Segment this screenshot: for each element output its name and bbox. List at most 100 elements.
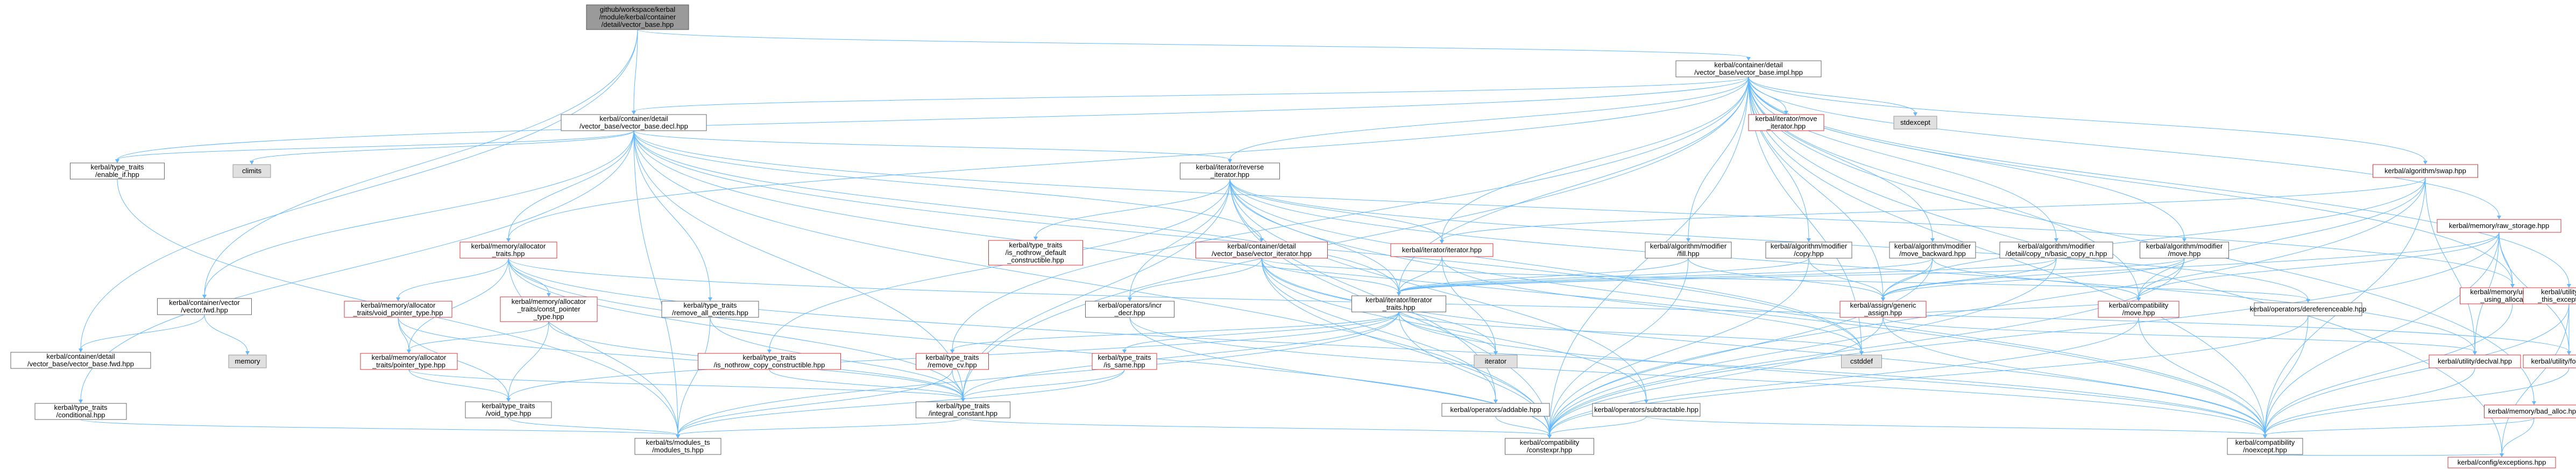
edge-decl-to-vec_iter <box>633 130 1262 239</box>
node-nothrow_default[interactable]: kerbal/type_traits/is_nothrow_default_co… <box>988 240 1083 266</box>
node-addable[interactable]: kerbal/operators/addable.hpp <box>1441 403 1550 417</box>
edge-arrowhead-decl-to-reverse_iter <box>1228 159 1232 163</box>
edge-pointer_type-to-integral_const <box>408 369 964 399</box>
node-label-noexcept-line-1: /noexcept.hpp <box>2243 446 2287 454</box>
node-label-fill-line-1: /fill.hpp <box>1677 250 1699 258</box>
node-box-compat_move <box>2098 301 2179 318</box>
node-is_same[interactable]: kerbal/type_traits/is_same.hpp <box>1092 353 1157 370</box>
node-throw_exc[interactable]: kerbal/utility/throw_this_exception.hpp <box>2523 287 2576 304</box>
edge-impl-to-swap <box>1748 76 2426 162</box>
node-copy[interactable]: kerbal/algorithm/modifier/copy.hpp <box>1765 241 1852 259</box>
edge-iter_traits-to-cstddef <box>1398 311 1862 352</box>
node-impl[interactable]: kerbal/container/detail/vector_base/vect… <box>1675 60 1822 77</box>
node-subtractable[interactable]: kerbal/operators/subtractable.hpp <box>1592 403 1701 417</box>
edge-arrowhead-move_alg-to-iter_traits <box>1397 292 1401 296</box>
node-remove_cv[interactable]: kerbal/type_traits/remove_cv.hpp <box>916 353 989 370</box>
node-label-impl-line-0: kerbal/container/detail <box>1714 61 1782 69</box>
edge-arrowhead-impl-to-swap <box>2423 161 2428 165</box>
edge-subtractable-to-constexpr <box>1549 416 1647 436</box>
node-bad_alloc[interactable]: kerbal/memory/bad_alloc.hpp <box>2484 404 2576 418</box>
edge-fill-to-constexpr <box>1549 258 1689 436</box>
node-constexpr[interactable]: kerbal/compatibility/constexpr.hpp <box>1505 438 1594 455</box>
node-integral_const[interactable]: kerbal/type_traits/integral_constant.hpp <box>916 401 1010 418</box>
node-nothrow_copy[interactable]: kerbal/type_traits/is_nothrow_copy_const… <box>698 353 841 370</box>
edge-deref-to-noexcept <box>2264 315 2309 436</box>
node-mem_alloc[interactable]: kerbal/memory/allocator_traits.hpp <box>459 241 557 259</box>
node-label-decltype-line-0: kerbal/utility/declval.hpp <box>2438 357 2512 365</box>
node-ts_modules[interactable]: kerbal/ts/modules_ts/modules_ts.hpp <box>634 438 721 455</box>
node-vector_base_fwd[interactable]: kerbal/container/detail/vector_base/vect… <box>10 352 151 369</box>
node-config_exc[interactable]: kerbal/config/exceptions.hpp <box>2447 457 2556 468</box>
node-move_backward[interactable]: kerbal/algorithm/modifier/move_backward.… <box>1889 241 1976 259</box>
node-assign[interactable]: kerbal/assign/generic_assign.hpp <box>1839 301 1927 318</box>
node-incr_decr[interactable]: kerbal/operators/incr_decr.hpp <box>1085 301 1174 318</box>
node-box-decl <box>561 114 707 131</box>
edge-root-to-decl <box>633 29 638 112</box>
node-box-nothrow_copy <box>698 353 841 370</box>
node-decltype[interactable]: kerbal/utility/declval.hpp <box>2429 354 2521 368</box>
node-label-compat_move-line-1: /move.hpp <box>2122 309 2155 317</box>
node-forward[interactable]: kerbal/utility/forward.hpp <box>2523 354 2576 368</box>
node-label-iter_hpp-line-0: kerbal/iterator/iterator.hpp <box>1402 246 1482 254</box>
node-label-const_ptr-line-2: _type.hpp <box>533 312 564 321</box>
node-box-cstddef <box>1841 354 1882 368</box>
node-decl[interactable]: kerbal/container/detail/vector_base/vect… <box>561 114 707 131</box>
node-compat_move[interactable]: kerbal/compatibility/move.hpp <box>2098 301 2179 318</box>
node-swap[interactable]: kerbal/algorithm/swap.hpp <box>2373 164 2478 178</box>
node-enable_if[interactable]: kerbal/type_traits/enable_if.hpp <box>70 162 165 180</box>
node-box-copy <box>1765 241 1852 259</box>
edge-assign-to-decltype <box>1883 317 2475 352</box>
node-label-vector_fwd-line-0: kerbal/container/vector <box>169 299 240 307</box>
node-move_iter[interactable]: kerbal/iterator/move_iterator.hpp <box>1748 114 1824 131</box>
edge-arrowhead-impl-to-move_alg <box>2182 238 2186 242</box>
node-box-copy_n_basic <box>1999 241 2113 259</box>
node-layer: github/workspace/kerbal/module/kerbal/co… <box>10 4 2576 468</box>
edge-reverse_iter-to-subtractable <box>1229 179 1647 401</box>
node-deref[interactable]: kerbal/operators/dereferenceable.hpp <box>2250 302 2367 316</box>
node-copy_n_basic[interactable]: kerbal/algorithm/modifier/detail/copy_n/… <box>1999 241 2113 259</box>
node-box-const_ptr <box>500 296 598 322</box>
node-reverse_iter[interactable]: kerbal/iterator/reverse_iterator.hpp <box>1180 162 1280 180</box>
node-void_ptr[interactable]: kerbal/memory/allocator_traits/void_poin… <box>344 301 452 318</box>
node-iter_traits[interactable]: kerbal/iterator/iterator_traits.hpp <box>1351 295 1446 312</box>
node-remove_all_ext[interactable]: kerbal/type_traits/remove_all_extents.hp… <box>661 301 759 318</box>
node-move_alg[interactable]: kerbal/algorithm/modifier/move.hpp <box>2140 241 2229 259</box>
edge-copy_n_basic-to-iter_traits <box>1398 258 2057 293</box>
edge-iter_traits-to-noexcept <box>1398 311 2266 436</box>
edge-impl-to-raw_storage <box>1748 76 2500 217</box>
node-conditional[interactable]: kerbal/type_traits/conditional.hpp <box>34 403 127 420</box>
edge-arrowhead-root-to-impl <box>1746 57 1751 61</box>
node-vec_iter[interactable]: kerbal/container/detail/vector_base/vect… <box>1195 241 1328 259</box>
node-pointer_type[interactable]: kerbal/memory/allocator_traits/pointer_t… <box>360 353 458 370</box>
edge-impl-to-enable_if <box>117 76 1749 160</box>
node-fill[interactable]: kerbal/algorithm/modifier/fill.hpp <box>1645 241 1732 259</box>
edge-bad_alloc-to-noexcept <box>2264 417 2535 436</box>
node-label-ts_modules-line-1: /modules_ts.hpp <box>652 446 703 454</box>
node-void_type[interactable]: kerbal/type_traits/void_type.hpp <box>465 401 552 418</box>
edge-arrowhead-impl-to-fill <box>1686 238 1690 242</box>
node-label-vec_iter-line-1: /vector_base/vector_iterator.hpp <box>1212 250 1312 258</box>
node-box-iter_hpp <box>1390 243 1494 257</box>
edge-mem_alloc-to-const_ptr <box>508 258 549 294</box>
node-const_ptr[interactable]: kerbal/memory/allocator_traits/const_poi… <box>500 296 598 322</box>
edge-reverse_iter-to-nothrow_copy <box>769 179 1230 351</box>
node-label-constexpr-line-1: /constexpr.hpp <box>1527 446 1573 454</box>
edge-nothrow_copy-to-integral_const <box>769 369 964 399</box>
node-vector_fwd[interactable]: kerbal/container/vector/vector.fwd.hpp <box>157 298 252 315</box>
edge-arrowhead-const_ptr-to-pointer_type <box>407 350 411 353</box>
edge-impl-to-remove_cv <box>952 76 1749 351</box>
edge-mem_alloc-to-ts_modules <box>508 258 678 436</box>
edge-compat_move-to-constexpr <box>1549 317 2139 436</box>
node-label-ts_modules-line-0: kerbal/ts/modules_ts <box>646 438 710 446</box>
node-noexcept[interactable]: kerbal/compatibility/noexcept.hpp <box>2227 438 2303 455</box>
node-box-mem_alloc <box>459 241 557 259</box>
edge-impl-to-stdexcept <box>1748 76 1916 113</box>
node-raw_storage[interactable]: kerbal/memory/raw_storage.hpp <box>2437 219 2561 233</box>
edge-decl-to-mem_alloc <box>508 130 634 239</box>
node-box-conditional <box>34 403 127 420</box>
node-iter_hpp[interactable]: kerbal/iterator/iterator.hpp <box>1390 243 1494 257</box>
node-box-vector_fwd <box>157 298 252 315</box>
edge-integral_const-to-ts_modules <box>677 417 964 436</box>
edge-arrowhead-integral_const-to-ts_modules <box>676 435 680 438</box>
